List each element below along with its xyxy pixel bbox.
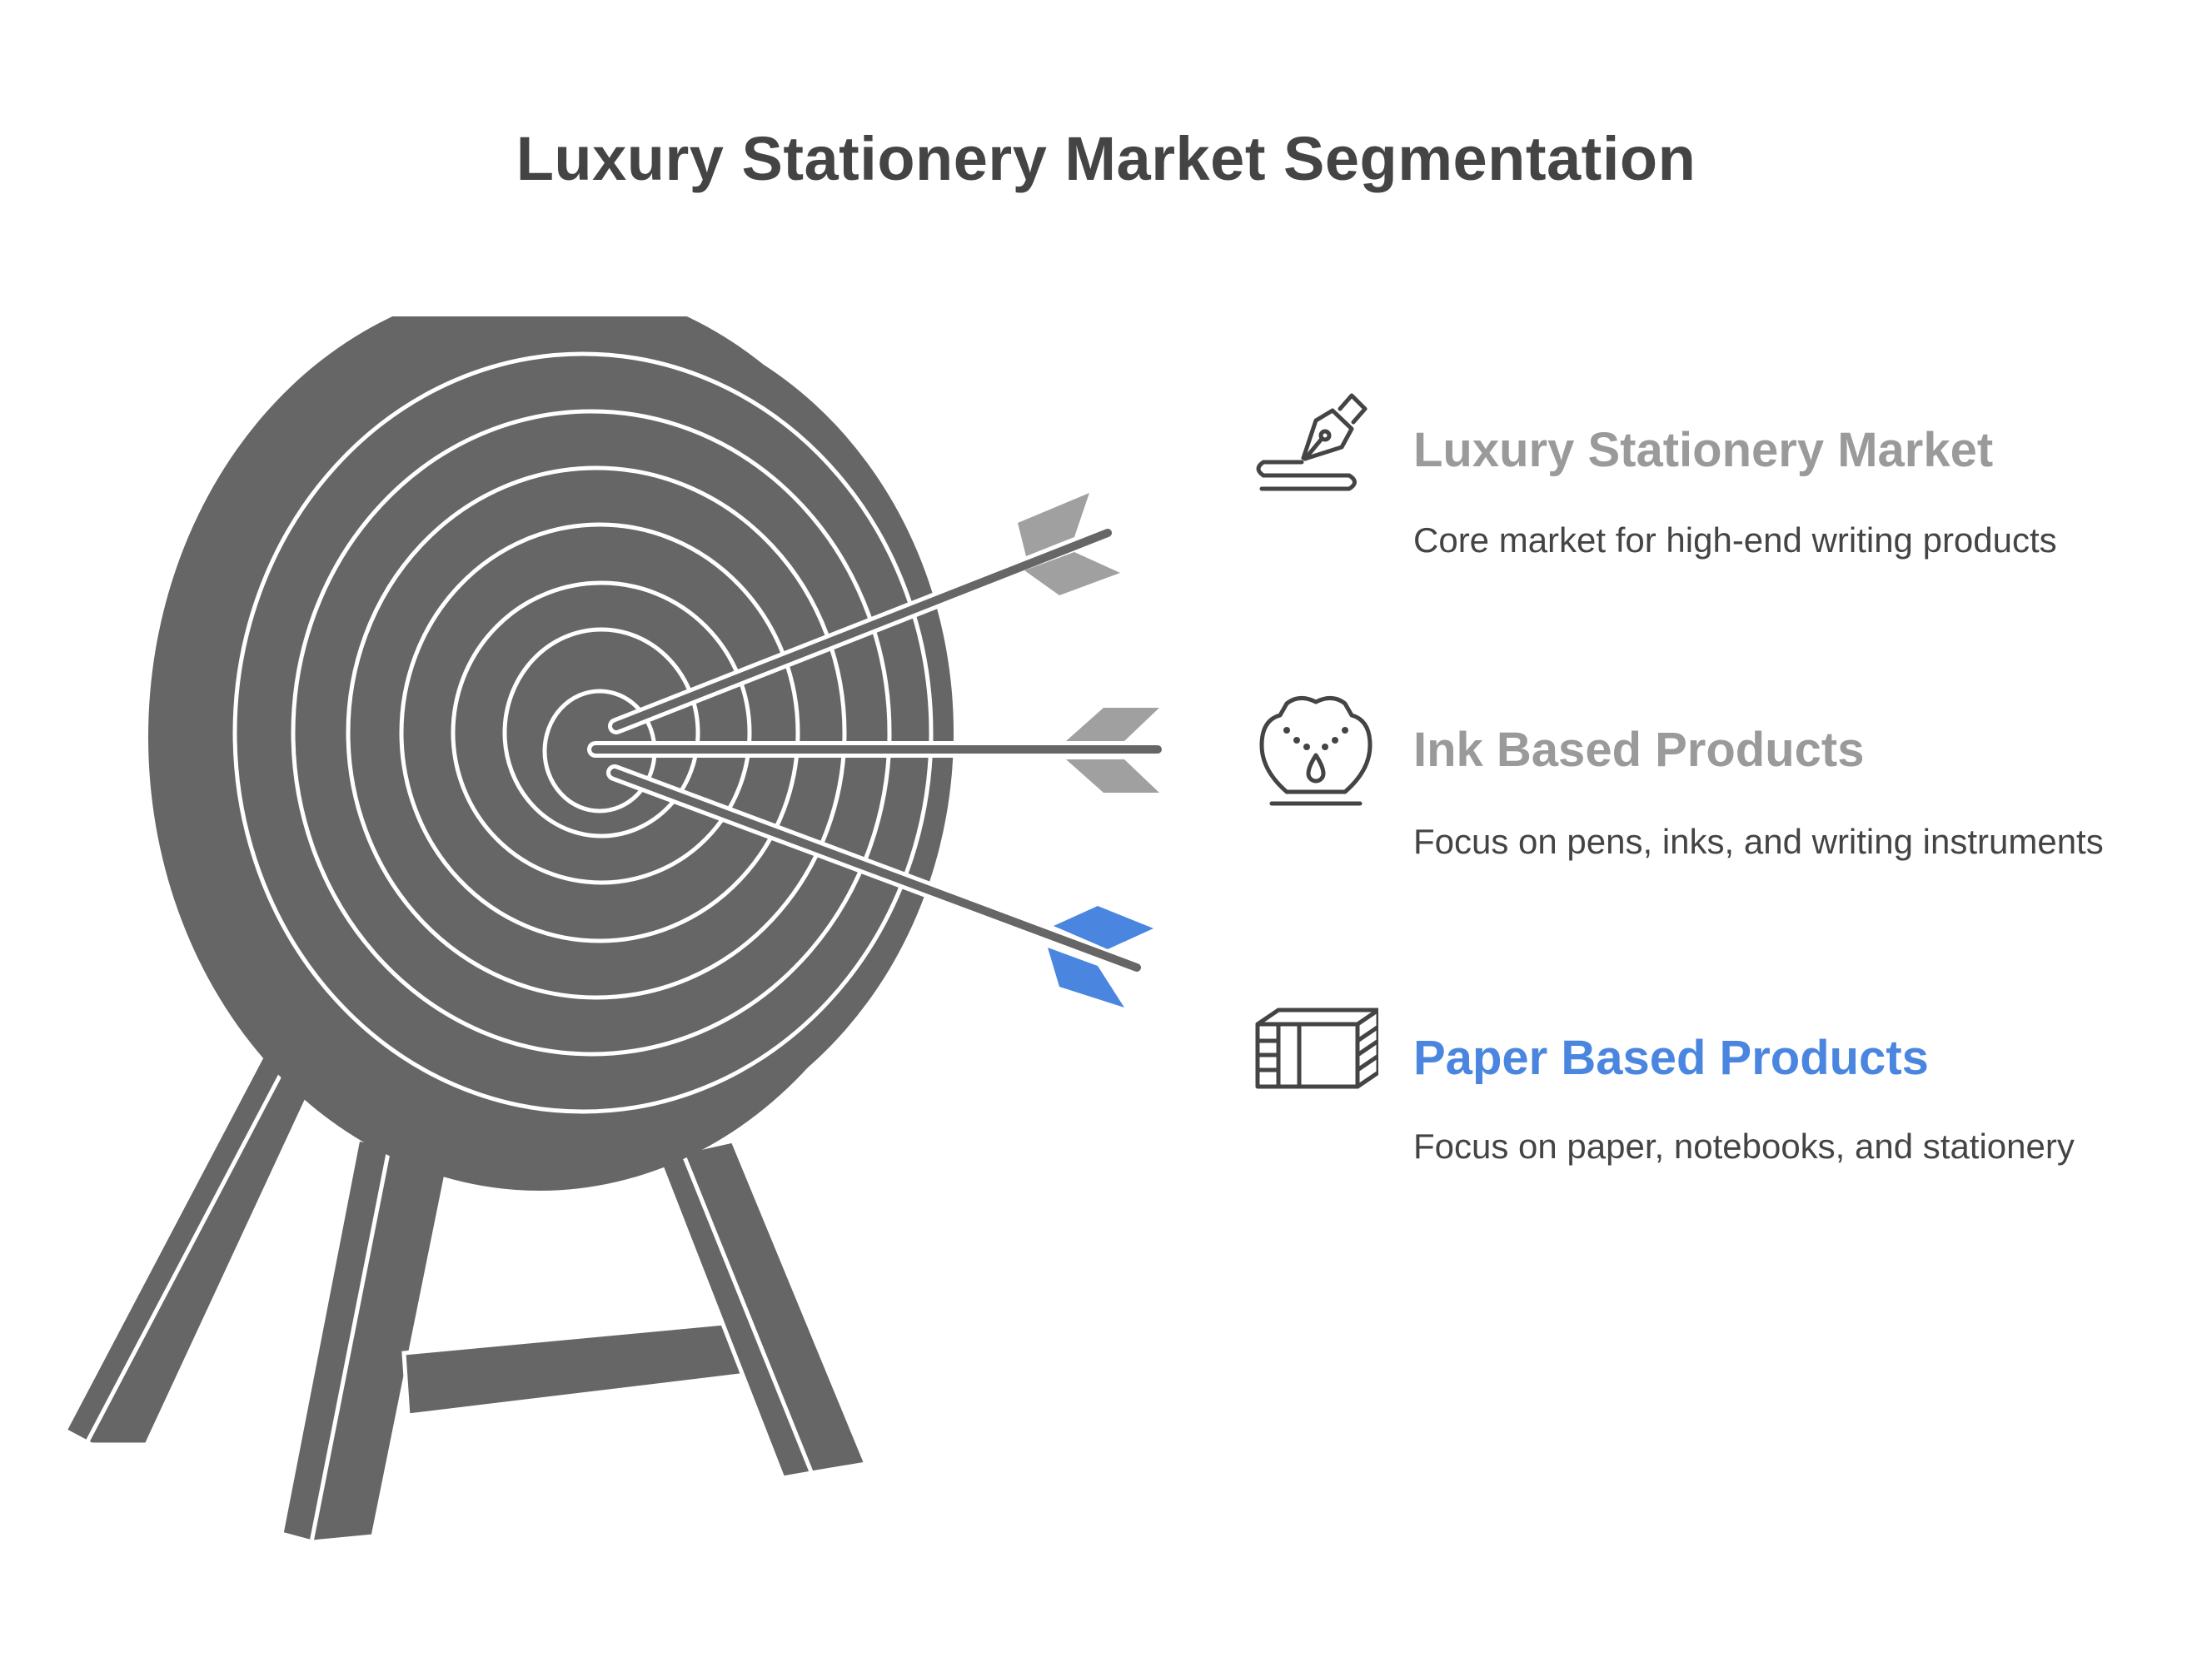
page-title: Luxury Stationery Market Segmentation (516, 124, 1696, 193)
arrow-top-fletching-upper (1018, 493, 1089, 556)
ink-bottle-drop-icon (1259, 696, 1373, 806)
segment-title: Luxury Stationery Market (1413, 423, 1994, 477)
target-rings (232, 351, 934, 1114)
archery-target-illustration (62, 316, 1166, 1545)
stand-crossbar (401, 1320, 757, 1418)
target-stand-legs (62, 1047, 869, 1545)
arrow-bottom (606, 764, 1153, 1008)
segment-title: Ink Based Products (1413, 723, 1865, 777)
right-leg (655, 1138, 869, 1480)
middle-leg (279, 1137, 452, 1545)
arrow-middle (587, 708, 1166, 793)
segment-luxury-stationery-market: Luxury Stationery Market Core market for… (1253, 387, 2203, 570)
arrow-top (608, 493, 1120, 734)
fountain-pen-nib-icon (1256, 393, 1368, 491)
segment-ink-based-products: Ink Based Products Focus on pens, inks, … (1253, 687, 2203, 870)
arrow-middle-fletching-lower (1066, 759, 1159, 793)
arrow-bottom-fletching-upper (1054, 906, 1153, 949)
paper-stack-icon (1255, 1008, 1378, 1089)
segment-title: Paper Based Products (1413, 1031, 1929, 1085)
segment-paper-based-products: Paper Based Products Focus on paper, not… (1253, 995, 2203, 1178)
target-face (196, 316, 954, 1157)
segment-description: Core market for high-end writing product… (1413, 520, 2057, 560)
segment-description: Focus on paper, notebooks, and stationer… (1413, 1127, 2075, 1166)
arrow-bottom-fletching-lower (1048, 948, 1124, 1008)
segment-description: Focus on pens, inks, and writing instrum… (1413, 822, 2104, 861)
arrow-middle-fletching-upper (1066, 708, 1159, 741)
arrow-top-fletching-lower (1024, 552, 1120, 595)
